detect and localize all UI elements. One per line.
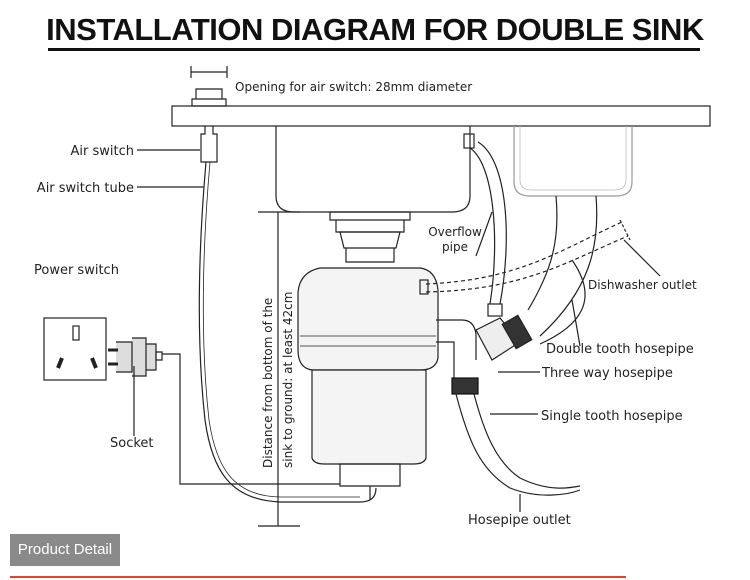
power-switch xyxy=(43,317,107,381)
disposer-chamber xyxy=(311,369,427,465)
power-cable xyxy=(162,353,340,485)
air-switch-cap xyxy=(191,88,227,107)
discharge-elbow xyxy=(436,319,477,378)
label-distance-2: sink to ground: at least 42cm xyxy=(281,292,295,468)
label-power-switch: Power switch xyxy=(34,263,119,278)
label-double-tooth: Double tooth hosepipe xyxy=(546,342,694,357)
label-air-switch-tube: Air switch tube xyxy=(37,181,134,196)
label-opening: Opening for air switch: 28mm diameter xyxy=(235,80,472,94)
label-single-tooth: Single tooth hosepipe xyxy=(541,409,683,424)
label-overflow-1: Overflow xyxy=(428,225,482,239)
double-tooth-fitting xyxy=(501,314,533,350)
distance-marker xyxy=(258,211,300,527)
label-air-switch: Air switch xyxy=(71,144,134,159)
label-hosepipe-outlet: Hosepipe outlet xyxy=(468,513,571,528)
plug xyxy=(116,337,157,377)
sink-flange xyxy=(329,211,411,233)
diagram-title: INSTALLATION DIAGRAM FOR DOUBLE SINK xyxy=(46,12,704,47)
right-sink-bowl xyxy=(513,126,633,197)
product-detail-button[interactable]: Product Detail xyxy=(10,534,120,566)
leader-dishwasher xyxy=(623,239,661,277)
overflow-pipe xyxy=(469,141,507,305)
disposer-motor xyxy=(297,267,439,371)
leader-overflow xyxy=(475,211,493,257)
label-dishwasher-outlet: Dishwasher outlet xyxy=(588,278,697,292)
label-socket: Socket xyxy=(110,436,154,451)
title-underline xyxy=(48,48,700,51)
dishwasher-hose xyxy=(425,221,629,293)
dimension-line xyxy=(190,66,228,78)
single-tooth-fitting xyxy=(451,377,479,395)
left-sink-bowl xyxy=(275,126,471,213)
single-tooth-hose xyxy=(455,393,581,496)
label-three-way: Three way hosepipe xyxy=(541,366,673,381)
label-distance-1: Distance from bottom of the xyxy=(261,298,275,468)
leader-double-tooth xyxy=(539,259,586,347)
label-overflow-2: pipe xyxy=(442,240,468,254)
air-switch-body xyxy=(200,126,218,163)
countertop xyxy=(171,105,711,127)
footer-accent-rule xyxy=(10,576,626,578)
air-switch-tube xyxy=(198,161,377,503)
